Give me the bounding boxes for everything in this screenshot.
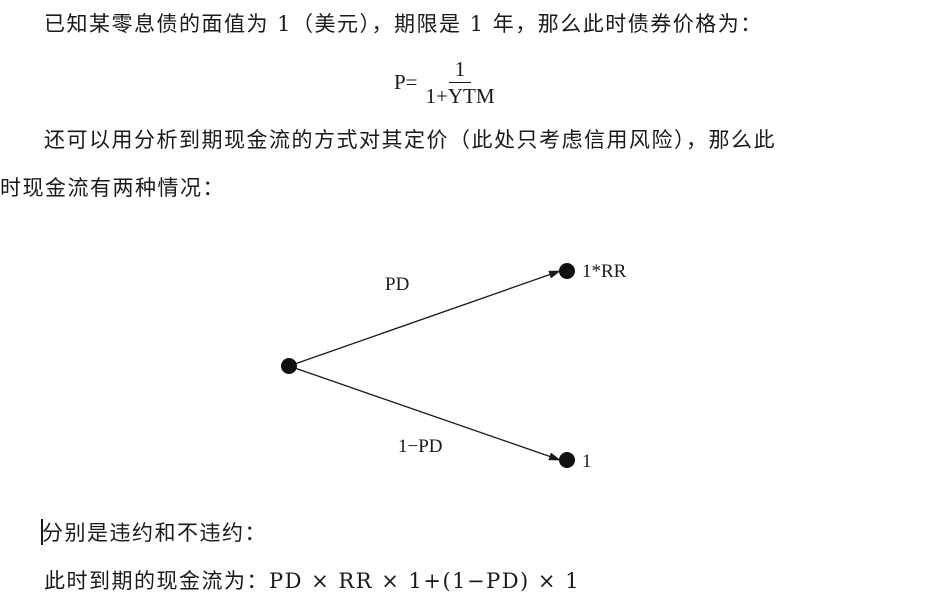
maturity-cashflow-formula: 此时到期的现金流为：PD × RR × 1+(1−PD) × 1 xyxy=(44,569,581,593)
intro-sentence: 已知某零息债的面值为 1（美元），期限是 1 年，那么此时债券价格为： xyxy=(44,12,763,36)
text-cursor xyxy=(41,519,43,545)
cashflow-sentence-part2: 时现金流有两种情况： xyxy=(0,176,225,200)
upper-branch-arrow xyxy=(288,270,561,367)
cashflow-sentence-part1: 还可以用分析到期现金流的方式对其定价（此处只考虑信用风险），那么此 xyxy=(44,128,776,152)
upper-node xyxy=(559,263,575,279)
price-formula: P= 1 1+YTM xyxy=(394,56,499,108)
lower-edge-label: 1−PD xyxy=(398,436,443,457)
upper-edge-label: PD xyxy=(385,274,409,295)
formula-fraction: 1 1+YTM xyxy=(422,57,499,108)
lower-node xyxy=(559,452,575,468)
formula-denominator: 1+YTM xyxy=(425,83,495,108)
default-cases-sentence: 分别是违约和不违约： xyxy=(42,521,267,545)
lower-branch-arrow xyxy=(288,365,561,461)
root-node xyxy=(281,358,297,374)
lower-node-label: 1 xyxy=(582,451,592,472)
formula-lhs: P= xyxy=(394,69,418,94)
upper-node-label: 1*RR xyxy=(582,261,627,282)
formula-numerator: 1 xyxy=(448,57,472,83)
